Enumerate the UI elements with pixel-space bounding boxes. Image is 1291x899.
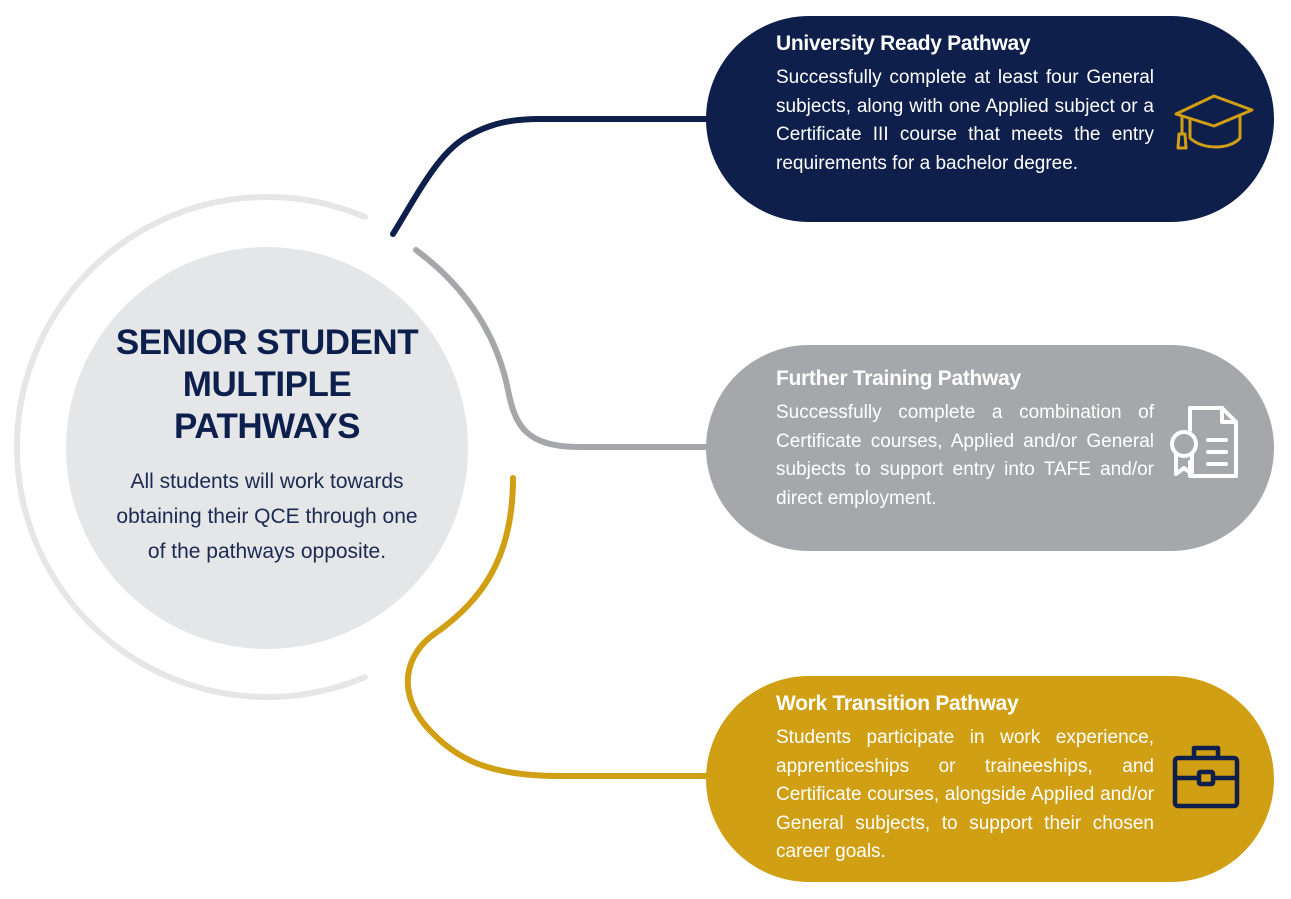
graduation-cap-icon [1174,94,1254,150]
pathway-card-university: University Ready Pathway Successfully co… [706,16,1274,222]
center-title: SENIOR STUDENT MULTIPLE PATHWAYS [86,322,448,448]
pathway-description: Successfully complete at least four Gene… [776,67,1154,174]
connector-further-training [413,247,715,450]
pathway-title: Further Training Pathway [776,367,1021,390]
pathway-description: Students participate in work experience,… [776,727,1154,862]
center-title-line1: SENIOR STUDENT [115,322,419,362]
connector-work-transition [404,475,715,779]
connector-university [390,116,715,237]
center-circle: SENIOR STUDENT MULTIPLE PATHWAYS All stu… [66,247,468,649]
pathway-title: University Ready Pathway [776,32,1031,55]
briefcase-icon [1172,745,1240,809]
pathway-description: Successfully complete a combination of C… [776,402,1154,509]
pathway-card-further-training: Further Training Pathway Successfully co… [706,345,1274,551]
center-title-line2: MULTIPLE PATHWAYS [174,364,360,446]
outer-ring-arc [14,194,368,700]
center-description: All students will work towards obtaining… [116,469,418,563]
pathway-title: Work Transition Pathway [776,692,1019,715]
certificate-icon [1170,406,1238,478]
